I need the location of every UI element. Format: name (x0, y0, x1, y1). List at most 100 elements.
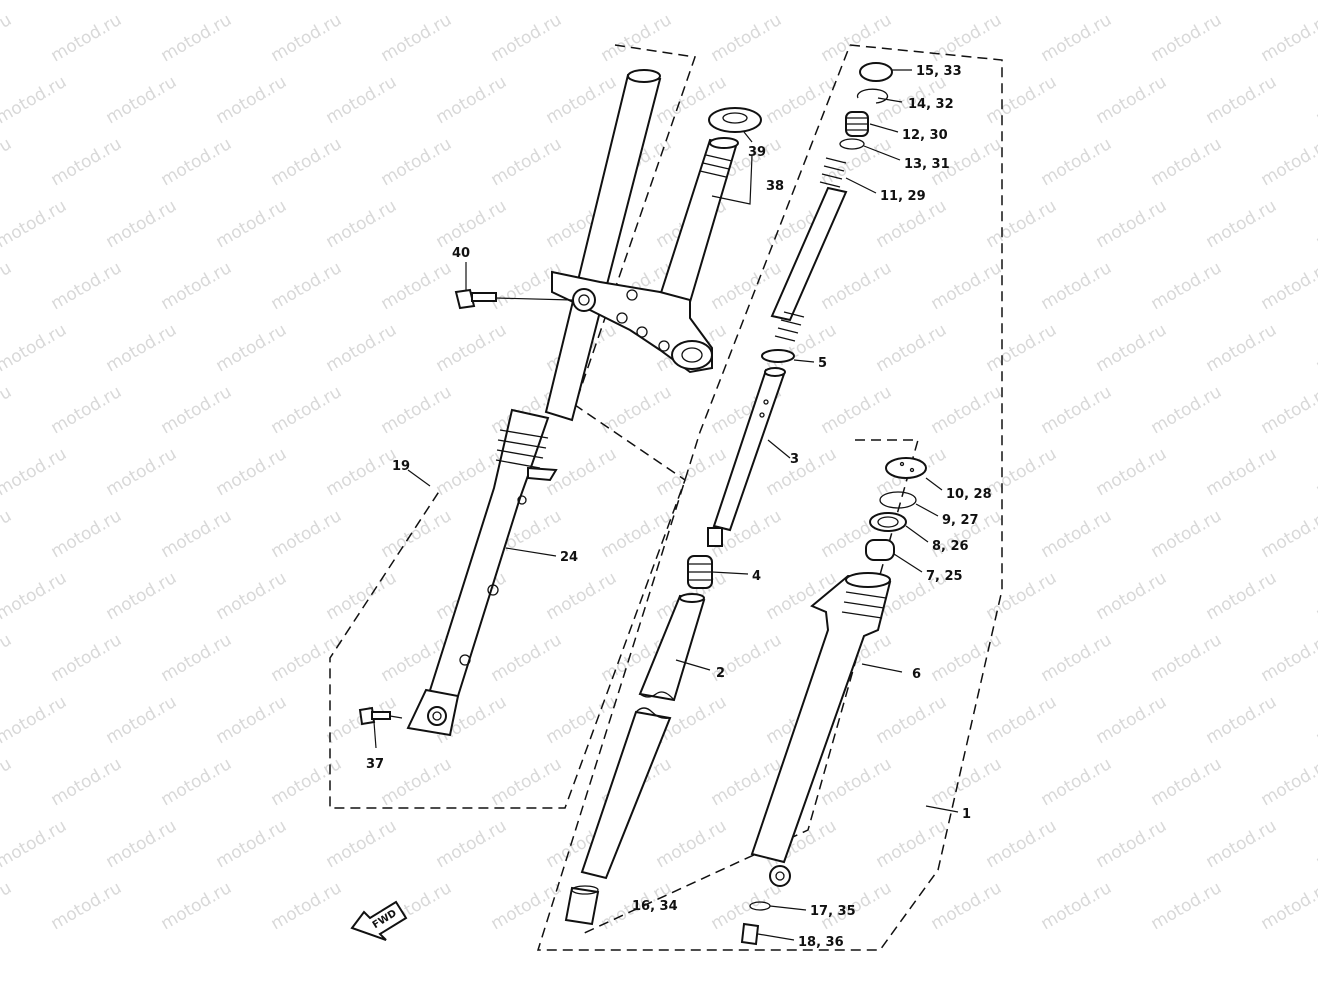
watermark-text: motod.ru (818, 134, 896, 190)
callout-2: 2 (716, 666, 725, 681)
watermark-text: motod.ru (1093, 72, 1171, 128)
watermark-text: motod.ru (488, 134, 566, 190)
watermark-text: motod.ru (1203, 196, 1281, 252)
watermark-text: motod.ru (268, 506, 346, 562)
watermark-text: motod.ru (928, 382, 1006, 438)
lower-tube-boundary (580, 440, 918, 935)
watermark-text: motod.ru (983, 72, 1061, 128)
watermark-text: motod.ru (0, 878, 15, 934)
callout-10-28: 10, 28 (946, 487, 992, 502)
watermark-text: motod.ru (323, 72, 401, 128)
watermark-text: motod.ru (213, 444, 291, 500)
watermark-text: motod.ru (928, 754, 1006, 810)
watermark-text: motod.ru (488, 10, 566, 66)
watermark-text: motod.ru (323, 444, 401, 500)
watermark-text: motod.ru (1258, 10, 1318, 66)
watermark-text: motod.ru (213, 568, 291, 624)
leader-lines (374, 70, 958, 940)
watermark-text: motod.ru (0, 0, 70, 4)
watermark-text: motod.ru (1313, 568, 1318, 624)
watermark-text: motod.ru (158, 10, 236, 66)
watermark-text: motod.ru (48, 382, 126, 438)
watermark-text: motod.ru (653, 816, 731, 872)
callout-38: 38 (766, 179, 784, 194)
watermark-text: motod.ru (1148, 134, 1226, 190)
callout-40: 40 (452, 246, 470, 261)
watermark-text: motod.ru (158, 630, 236, 686)
watermark-text: motod.ru (1148, 382, 1226, 438)
watermark-text: motod.ru (268, 754, 346, 810)
watermark-text: motod.ru (378, 754, 456, 810)
watermark-text: motod.ru (928, 878, 1006, 934)
callout-18-36: 18, 36 (798, 935, 844, 950)
watermark-text: motod.ru (0, 630, 15, 686)
watermark-text: motod.ru (1093, 320, 1171, 376)
watermark-text: motod.ru (543, 72, 621, 128)
watermark-text: motod.ru (103, 568, 181, 624)
watermark-text: motod.ru (873, 816, 951, 872)
watermark-text: motod.ru (488, 754, 566, 810)
callout-11-29: 11, 29 (880, 189, 926, 204)
watermark-text: motod.ru (1313, 0, 1318, 4)
watermark-text: motod.ru (1258, 134, 1318, 190)
watermark-text: motod.ru (323, 816, 401, 872)
watermark-text: motod.ru (1148, 754, 1226, 810)
watermark-text: motod.ru (983, 196, 1061, 252)
watermark-text: motod.ru (1313, 72, 1318, 128)
watermark-text: motod.ru (158, 134, 236, 190)
watermark-text: motod.ru (378, 258, 456, 314)
watermark-text: motod.ru (433, 320, 511, 376)
watermark-text: motod.ru (213, 0, 291, 4)
watermark-text: motod.ru (983, 444, 1061, 500)
watermark-text: motod.ru (0, 444, 70, 500)
watermark-text: motod.ru (1038, 506, 1116, 562)
watermark-text: motod.ru (0, 754, 15, 810)
watermark-text: motod.ru (1093, 0, 1171, 4)
callout-37: 37 (366, 757, 384, 772)
watermark-text: motod.ru (1258, 258, 1318, 314)
callout-14-32: 14, 32 (908, 97, 954, 112)
watermark-text: motod.ru (1148, 878, 1226, 934)
watermark-text: motod.ru (873, 692, 951, 748)
watermark-text: motod.ru (1038, 878, 1116, 934)
watermark-text: motod.ru (323, 196, 401, 252)
watermark-text: motod.ru (1038, 258, 1116, 314)
watermark-text: motod.ru (103, 444, 181, 500)
watermark-text: motod.ru (103, 816, 181, 872)
callout-19: 19 (392, 459, 410, 474)
callout-16-34: 16, 34 (632, 899, 678, 914)
watermark-text: motod.ru (1093, 816, 1171, 872)
watermark-text: motod.ru (1313, 444, 1318, 500)
watermark-text: motod.ru (433, 196, 511, 252)
forward-direction-arrow: FWD (352, 902, 406, 940)
watermark-text: motod.ru (983, 0, 1061, 4)
watermark-text: motod.ru (873, 196, 951, 252)
watermark-text: motod.ru (1313, 320, 1318, 376)
watermark-text: motod.ru (48, 10, 126, 66)
callout-8-26: 8, 26 (932, 539, 969, 554)
callout-7-25: 7, 25 (926, 569, 963, 584)
watermark-text: motod.ru (1093, 444, 1171, 500)
watermark-text: motod.ru (378, 134, 456, 190)
watermark-text: motod.ru (763, 0, 841, 4)
watermark-text: motod.ru (1203, 816, 1281, 872)
watermark-text: motod.ru (983, 692, 1061, 748)
watermark-text: motod.ru (213, 196, 291, 252)
watermark-text: motod.ru (433, 0, 511, 4)
callout-1: 1 (962, 807, 971, 822)
callout-4: 4 (752, 569, 761, 584)
steering-shaft (660, 108, 761, 302)
watermark-text: motod.ru (0, 816, 70, 872)
watermark-text: motod.ru (488, 878, 566, 934)
watermark-text: motod.ru (543, 692, 621, 748)
watermark-text: motod.ru (0, 134, 15, 190)
watermark-text: motod.ru (378, 10, 456, 66)
watermark-text: motod.ru (433, 72, 511, 128)
watermark-text: motod.ru (323, 568, 401, 624)
watermark-text: motod.ru (0, 506, 15, 562)
watermark-text: motod.ru (1313, 692, 1318, 748)
watermark-text: motod.ru (543, 0, 621, 4)
watermark-text: motod.ru (818, 258, 896, 314)
watermark-text: motod.ru (1258, 630, 1318, 686)
